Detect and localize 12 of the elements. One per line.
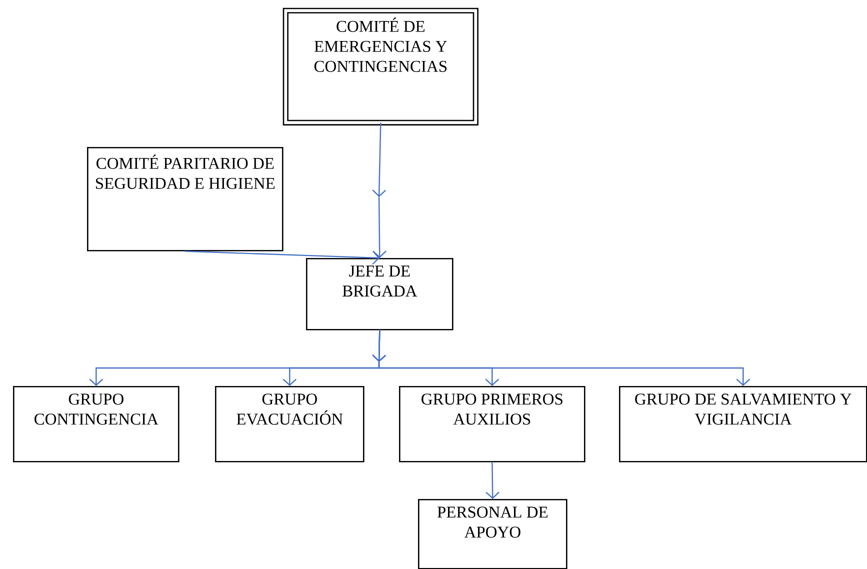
org-box: GRUPO CONTINGENCIA <box>13 386 180 462</box>
arrow <box>372 122 386 258</box>
org-box: GRUPO EVACUACIÓN <box>215 386 364 462</box>
committee-box: COMITÉ DE EMERGENCIAS Y CONTINGENCIAS <box>282 8 478 126</box>
arrow <box>184 250 380 265</box>
org-box: COMITÉ PARITARIO DE SEGURIDAD E HIGIENE <box>87 146 284 252</box>
org-box: PERSONAL DE APOYO <box>418 498 568 569</box>
org-box: JEFE DE BRIGADA <box>306 258 454 330</box>
org-box: GRUPO PRIMEROS AUXILIOS <box>399 386 586 462</box>
org-box: GRUPO DE SALVAMIENTO Y VIGILANCIA <box>619 386 867 462</box>
arrow <box>372 330 750 386</box>
arrow <box>486 462 500 499</box>
